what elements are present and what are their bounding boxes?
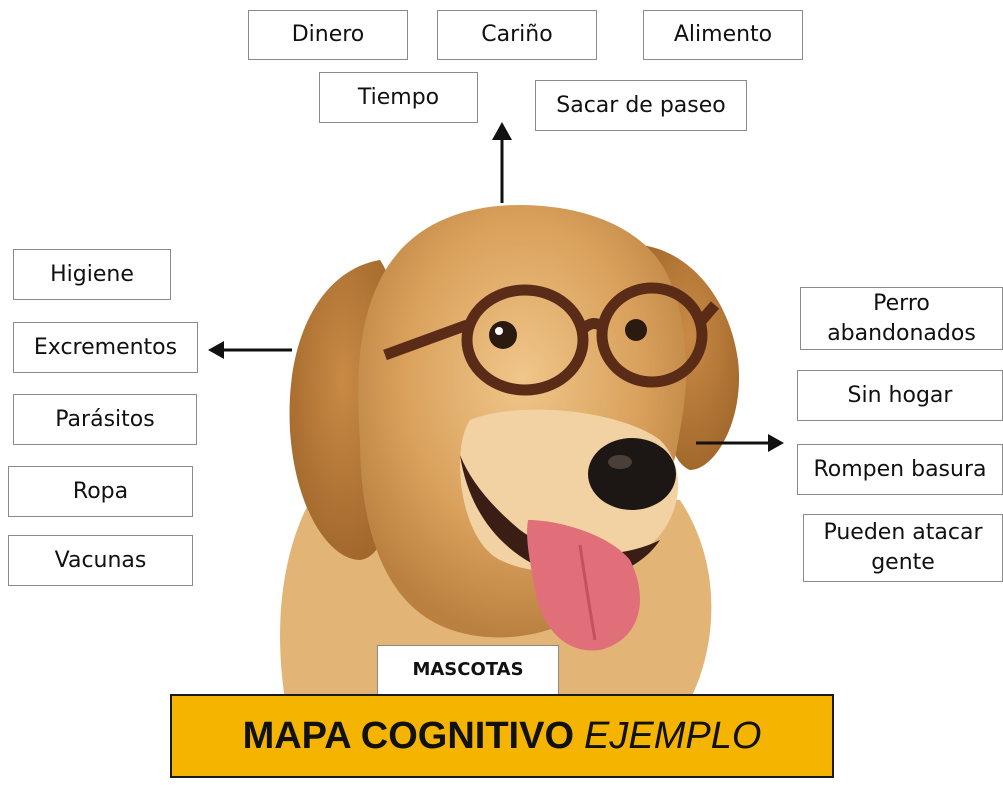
concept-label: Pueden atacar gente [823, 518, 982, 577]
concept-dinero: Dinero [248, 10, 408, 60]
concept-label: Higiene [50, 261, 134, 287]
banner-title: MAPA COGNITIVO [242, 714, 575, 757]
concept-label: Ropa [72, 478, 129, 504]
concept-label-line: Pueden atacar [823, 520, 983, 546]
concept-label: Sin hogar [847, 382, 953, 408]
concept-pueden-atacar-gente: Pueden atacar gente [803, 514, 1003, 582]
concept-rompen-basura: Rompen basura [797, 444, 1003, 495]
concept-perro-abandonados: Perro abandonados [800, 287, 1003, 350]
arrow-up-head [492, 122, 512, 140]
concept-alimento: Alimento [643, 10, 803, 60]
concept-label: Parásitos [55, 406, 155, 432]
concept-label: Vacunas [54, 547, 147, 573]
concept-label: Rompen basura [813, 456, 987, 482]
title-banner: MAPA COGNITIVO EJEMPLO [170, 694, 834, 778]
concept-sacar-de-paseo: Sacar de paseo [535, 80, 747, 131]
arrow-right-head [768, 434, 784, 452]
concept-vacunas: Vacunas [8, 535, 193, 586]
concept-label: Cariño [481, 22, 553, 48]
concept-parasitos: Parásitos [13, 394, 197, 445]
concept-sin-hogar: Sin hogar [797, 370, 1003, 421]
arrow-left-head [208, 341, 224, 359]
central-concept-mascotas: MASCOTAS [377, 645, 559, 695]
concept-label: Sacar de paseo [556, 92, 726, 118]
concept-label: Alimento [673, 22, 773, 48]
concept-label: Perro abandonados [827, 289, 976, 348]
concept-higiene: Higiene [13, 249, 171, 300]
concept-label-line: abandonados [827, 320, 976, 346]
concept-carino: Cariño [437, 10, 597, 60]
concept-label: Excrementos [33, 334, 178, 360]
concept-label: Dinero [291, 22, 365, 48]
concept-tiempo: Tiempo [319, 72, 478, 123]
concept-excrementos: Excrementos [13, 322, 198, 373]
banner-emphasis: EJEMPLO [584, 714, 762, 757]
concept-label: Tiempo [357, 84, 440, 110]
concept-label-line: Perro [873, 290, 930, 316]
concept-ropa: Ropa [8, 466, 193, 517]
central-label: MASCOTAS [412, 658, 524, 680]
concept-label-line: gente [871, 550, 935, 575]
